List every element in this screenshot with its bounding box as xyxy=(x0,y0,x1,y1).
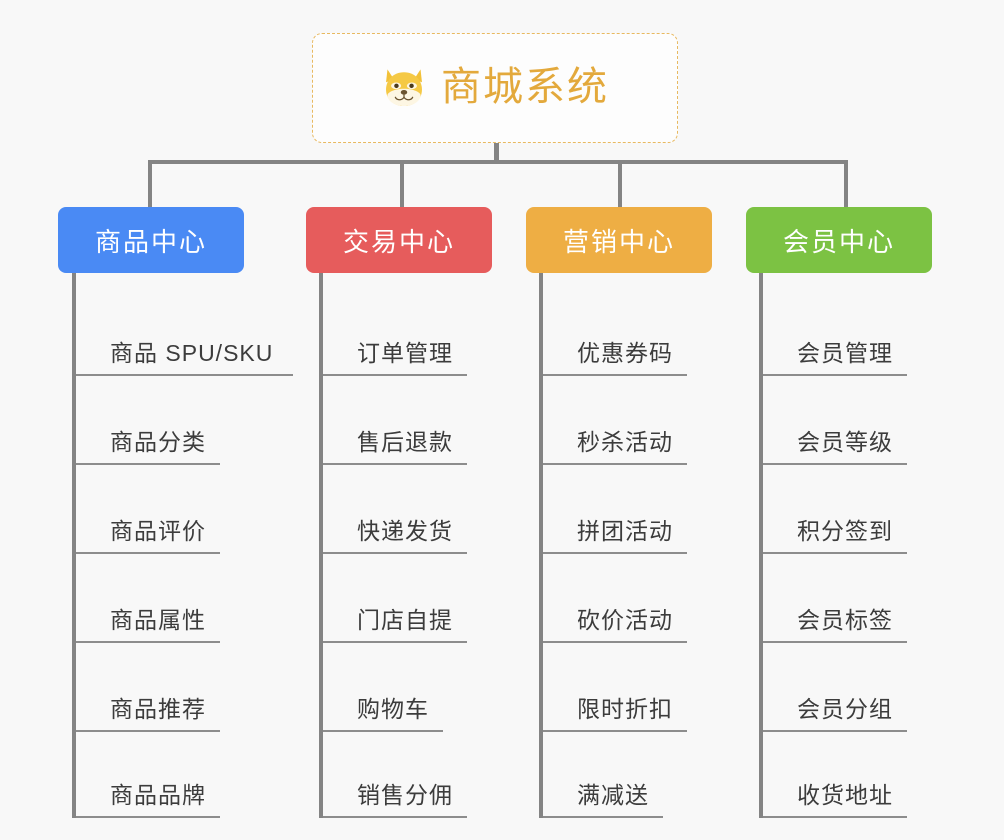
leaf-label: 优惠券码 xyxy=(543,334,687,376)
column-header-member-center[interactable]: 会员中心 xyxy=(746,207,932,273)
column-header-trade-center[interactable]: 交易中心 xyxy=(306,207,492,273)
leaf-item[interactable]: 商品推荐 xyxy=(76,643,284,732)
leaf-label: 会员标签 xyxy=(763,601,907,643)
leaf-label: 秒杀活动 xyxy=(543,423,687,465)
leaf-label: 门店自提 xyxy=(323,601,467,643)
leaf-list-member-center: 会员管理 会员等级 积分签到 会员标签 会员分组 收货地址 xyxy=(759,273,951,818)
leaf-label: 购物车 xyxy=(323,690,443,732)
leaf-item[interactable]: 购物车 xyxy=(323,643,511,732)
leaf-label: 满减送 xyxy=(543,776,663,818)
leaf-label: 砍价活动 xyxy=(543,601,687,643)
leaf-label: 商品分类 xyxy=(76,423,220,465)
leaf-label: 收货地址 xyxy=(763,776,907,818)
leaf-label: 售后退款 xyxy=(323,423,467,465)
column-marketing-center: 营销中心 优惠券码 秒杀活动 拼团活动 砍价活动 限时折扣 满减送 xyxy=(526,207,731,818)
leaf-label: 会员等级 xyxy=(763,423,907,465)
leaf-list-marketing-center: 优惠券码 秒杀活动 拼团活动 砍价活动 限时折扣 满减送 xyxy=(539,273,731,818)
column-header-product-center[interactable]: 商品中心 xyxy=(58,207,244,273)
leaf-item[interactable]: 砍价活动 xyxy=(543,554,731,643)
leaf-label: 商品推荐 xyxy=(76,690,220,732)
connector-root-stub xyxy=(494,143,499,163)
column-header-marketing-center[interactable]: 营销中心 xyxy=(526,207,712,273)
leaf-label: 限时折扣 xyxy=(543,690,687,732)
leaf-item[interactable]: 优惠券码 xyxy=(543,287,731,376)
leaf-list-trade-center: 订单管理 售后退款 快递发货 门店自提 购物车 销售分佣 xyxy=(319,273,511,818)
leaf-label: 商品品牌 xyxy=(76,776,220,818)
leaf-label: 商品属性 xyxy=(76,601,220,643)
leaf-item[interactable]: 会员分组 xyxy=(763,643,951,732)
leaf-item[interactable]: 商品分类 xyxy=(76,376,284,465)
leaf-item[interactable]: 会员管理 xyxy=(763,287,951,376)
leaf-label: 销售分佣 xyxy=(323,776,467,818)
leaf-label: 积分签到 xyxy=(763,512,907,554)
leaf-item[interactable]: 门店自提 xyxy=(323,554,511,643)
leaf-item[interactable]: 销售分佣 xyxy=(323,732,511,818)
leaf-item[interactable]: 收货地址 xyxy=(763,732,951,818)
leaf-item[interactable]: 积分签到 xyxy=(763,465,951,554)
leaf-item[interactable]: 秒杀活动 xyxy=(543,376,731,465)
connector-drop-trade-center xyxy=(400,160,404,208)
leaf-item[interactable]: 拼团活动 xyxy=(543,465,731,554)
leaf-label: 会员管理 xyxy=(763,334,907,376)
leaf-label: 会员分组 xyxy=(763,690,907,732)
column-member-center: 会员中心 会员管理 会员等级 积分签到 会员标签 会员分组 收货地址 xyxy=(746,207,951,818)
connector-drop-marketing-center xyxy=(618,160,622,208)
leaf-item[interactable]: 商品品牌 xyxy=(76,732,284,818)
leaf-label: 快递发货 xyxy=(323,512,467,554)
leaf-label: 拼团活动 xyxy=(543,512,687,554)
leaf-item[interactable]: 订单管理 xyxy=(323,287,511,376)
column-trade-center: 交易中心 订单管理 售后退款 快递发货 门店自提 购物车 销售分佣 xyxy=(306,207,511,818)
shiba-dog-face-icon xyxy=(386,69,422,106)
leaf-item[interactable]: 快递发货 xyxy=(323,465,511,554)
leaf-item[interactable]: 限时折扣 xyxy=(543,643,731,732)
leaf-item[interactable]: 满减送 xyxy=(543,732,731,818)
leaf-item[interactable]: 会员等级 xyxy=(763,376,951,465)
root-title: 商城系统 xyxy=(441,64,609,109)
connector-drop-member-center xyxy=(844,160,848,208)
root-node[interactable]: 商城系统 xyxy=(312,33,678,143)
leaf-item[interactable]: 商品属性 xyxy=(76,554,284,643)
leaf-label: 商品 SPU/SKU xyxy=(76,334,294,376)
leaf-item[interactable]: 售后退款 xyxy=(323,376,511,465)
leaf-item[interactable]: 会员标签 xyxy=(763,554,951,643)
leaf-label: 商品评价 xyxy=(76,512,220,554)
leaf-list-product-center: 商品 SPU/SKU 商品分类 商品评价 商品属性 商品推荐 商品品牌 xyxy=(72,273,294,818)
leaf-item[interactable]: 商品 SPU/SKU xyxy=(76,287,294,376)
column-product-center: 商品中心 商品 SPU/SKU 商品分类 商品评价 商品属性 商品推荐 商品品牌 xyxy=(58,207,294,818)
leaf-label: 订单管理 xyxy=(323,334,467,376)
connector-horizontal-bus xyxy=(148,160,848,164)
connector-drop-product-center xyxy=(148,160,152,208)
leaf-item[interactable]: 商品评价 xyxy=(76,465,284,554)
